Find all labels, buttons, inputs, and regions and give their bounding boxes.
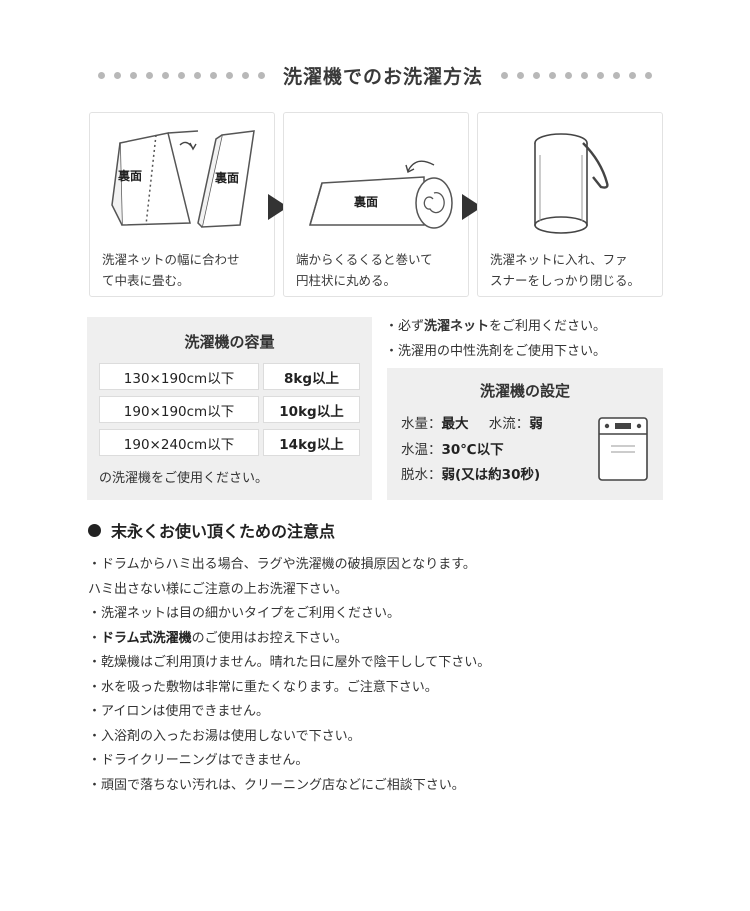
capacity-row: 130×190cm以下 8kg以上 bbox=[99, 363, 360, 390]
step-description: 洗濯ネットに入れ、ファ スナーをしっかり閉じる。 bbox=[490, 252, 641, 288]
dotted-rule-left bbox=[97, 71, 265, 79]
capacity-note: の洗濯機をご使用ください。 bbox=[99, 471, 269, 486]
list-item: ・洗濯ネットは目の細かいタイプをご利用ください。 bbox=[88, 606, 401, 621]
back-side-label: 裏面 bbox=[354, 195, 379, 209]
washing-machine-icon bbox=[598, 417, 648, 481]
roll-rug-illustration bbox=[309, 160, 453, 229]
machine-capacity: 10kg以上 bbox=[263, 396, 360, 423]
capacity-panel: 洗濯機の容量 130×190cm以下 8kg以上 190×190cm以下 10k… bbox=[87, 317, 372, 500]
rug-size: 190×240cm以下 bbox=[99, 429, 259, 456]
step-description: 端からくるくると巻いて 円柱状に丸める。 bbox=[296, 252, 433, 288]
list-item: ・アイロンは使用できません。 bbox=[88, 704, 269, 719]
machine-settings-panel: 洗濯機の設定 水量：最大 水流：弱 水温：30℃以下 脱水：弱(又は約30秒) bbox=[387, 368, 663, 500]
section-title-row: 洗濯機でのお洗濯方法 bbox=[0, 58, 750, 92]
step-description: 洗濯ネットの幅に合わせ て中表に畳む。 bbox=[102, 252, 240, 288]
list-item: ・頑固で落ちない汚れは、クリーニング店などにご相談下さい。 bbox=[88, 777, 465, 793]
care-list: ・ドラムからハミ出る場合、ラグや洗濯機の破損原因となります。 ハミ出さない様にご… bbox=[88, 553, 708, 798]
bullet-icon bbox=[88, 523, 101, 537]
back-side-label: 裏面 bbox=[118, 169, 143, 183]
fold-rug-illustration bbox=[111, 130, 255, 228]
note-net: ・必ず洗濯ネットをご利用ください。 bbox=[385, 319, 607, 334]
rug-size: 190×190cm以下 bbox=[99, 396, 259, 423]
capacity-title: 洗濯機の容量 bbox=[184, 333, 275, 351]
machine-capacity: 14kg以上 bbox=[263, 429, 360, 456]
dotted-rule-right bbox=[501, 71, 652, 79]
page-title: 洗濯機でのお洗濯方法 bbox=[282, 65, 483, 88]
list-item: ・ドラムからハミ出る場合、ラグや洗濯機の破損原因となります。 bbox=[88, 557, 476, 572]
setting-spin: 脱水：弱(又は約30秒) bbox=[401, 467, 541, 483]
step-net: 洗濯ネットに入れ、ファ スナーをしっかり閉じる。 bbox=[477, 112, 663, 297]
note-detergent: ・洗濯用の中性洗剤をご使用下さい。 bbox=[385, 344, 607, 359]
list-item: ・ドライクリーニングはできません。 bbox=[88, 753, 309, 768]
setting-water: 水量：最大 水流：弱 bbox=[401, 416, 543, 432]
machine-capacity: 8kg以上 bbox=[263, 363, 360, 390]
laundry-net-illustration bbox=[534, 133, 609, 234]
step-roll: 裏面 端からくるくると巻いて 円柱状に丸める。 bbox=[283, 112, 469, 297]
list-item: ・入浴剤の入ったお湯は使用しないで下さい。 bbox=[88, 728, 361, 744]
rug-size: 130×190cm以下 bbox=[99, 363, 259, 390]
care-heading: 末永くお使い頂くための注意点 bbox=[88, 518, 335, 542]
back-side-label: 裏面 bbox=[215, 171, 240, 185]
step-fold: 裏面 裏面 洗濯ネットの幅に合わせ て中表に畳む。 bbox=[89, 112, 275, 297]
capacity-row: 190×190cm以下 10kg以上 bbox=[99, 396, 360, 423]
list-item: ・乾燥機はご利用頂けません。晴れた日に屋外で陰干しして下さい。 bbox=[88, 655, 491, 670]
setting-temperature: 水温：30℃以下 bbox=[401, 442, 504, 458]
usage-notes: ・必ず洗濯ネットをご利用ください。 ・洗濯用の中性洗剤をご使用下さい。 bbox=[385, 314, 606, 364]
list-item-drum: ・ドラム式洗濯機のご使用はお控え下さい。 bbox=[88, 630, 348, 646]
list-item: ハミ出さない様にご注意の上お洗濯下さい。 bbox=[88, 581, 348, 597]
list-item: ・水を吸った敷物は非常に重たくなります。ご注意下さい。 bbox=[88, 679, 438, 695]
settings-title: 洗濯機の設定 bbox=[479, 382, 570, 400]
capacity-row: 190×240cm以下 14kg以上 bbox=[99, 429, 360, 456]
